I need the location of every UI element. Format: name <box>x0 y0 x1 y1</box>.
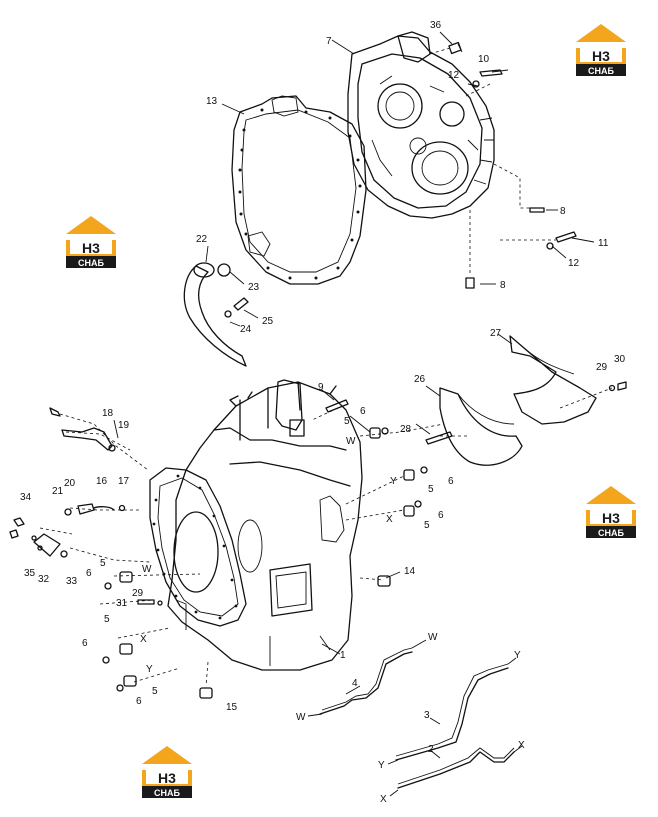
callout-W: W <box>346 436 356 447</box>
callout-W: W <box>428 632 438 643</box>
callout-7: 7 <box>326 36 332 47</box>
callout-6: 6 <box>360 406 366 417</box>
callout-5: 5 <box>104 614 110 625</box>
callout-W: W <box>296 712 306 723</box>
callout-4: 4 <box>352 678 358 689</box>
housing-1 <box>149 379 363 671</box>
callout-Y: Y <box>146 664 153 675</box>
housing-bolt-holes <box>152 474 238 620</box>
tube-2 <box>397 747 515 789</box>
callout-5: 5 <box>152 686 158 697</box>
logo-caption: СНАБ <box>598 528 624 538</box>
callout-9: 9 <box>318 382 324 393</box>
callout-24: 24 <box>240 324 252 335</box>
callout-3: 3 <box>424 710 430 721</box>
gasket-13 <box>231 95 367 285</box>
callout-labels: 36 7 10 12 13 8 11 12 8 22 23 25 24 27 2… <box>20 20 626 805</box>
callout-8: 8 <box>500 280 506 291</box>
callout-2: 2 <box>428 744 434 755</box>
callout-6: 6 <box>438 510 444 521</box>
logo-mark: H3 <box>158 770 176 786</box>
logo-mark: H3 <box>602 510 620 526</box>
callout-10: 10 <box>478 54 490 65</box>
callout-1: 1 <box>340 650 346 661</box>
logo-caption: СНАБ <box>588 66 614 76</box>
callout-36: 36 <box>430 20 442 31</box>
callout-5: 5 <box>344 416 350 427</box>
callout-Y: Y <box>390 476 397 487</box>
logo-mark: H3 <box>82 240 100 256</box>
callout-35: 35 <box>24 568 36 579</box>
callout-8: 8 <box>560 206 566 217</box>
callout-6: 6 <box>86 568 92 579</box>
callout-19: 19 <box>118 420 130 431</box>
callout-Y: Y <box>514 650 521 661</box>
callout-27: 27 <box>490 328 502 339</box>
callout-21: 21 <box>52 486 64 497</box>
callout-30: 30 <box>614 354 626 365</box>
callout-13: 13 <box>206 96 218 107</box>
callout-34: 34 <box>20 492 32 503</box>
callout-12: 12 <box>568 258 580 269</box>
brand-logo: H3 СНАБ <box>136 742 198 804</box>
logo-caption: СНАБ <box>78 258 104 268</box>
logo-mark: H3 <box>592 48 610 64</box>
brand-logo: H3 СНАБ <box>580 482 642 544</box>
callout-29: 29 <box>132 588 144 599</box>
callout-5: 5 <box>428 484 434 495</box>
callout-20: 20 <box>64 478 76 489</box>
callout-15: 15 <box>226 702 238 713</box>
callout-14: 14 <box>404 566 416 577</box>
tube-leaders <box>307 639 523 797</box>
callout-17: 17 <box>118 476 130 487</box>
small-parts-upper <box>183 41 577 367</box>
callout-5: 5 <box>424 520 430 531</box>
callout-29: 29 <box>596 362 608 373</box>
callout-X: X <box>386 514 393 525</box>
brand-logo: H3 СНАБ <box>60 212 122 274</box>
callout-X: X <box>380 794 387 805</box>
callout-25: 25 <box>262 316 274 327</box>
brand-logo: H3 СНАБ <box>570 20 632 82</box>
callout-16: 16 <box>96 476 108 487</box>
callout-32: 32 <box>38 574 50 585</box>
callout-6: 6 <box>448 476 454 487</box>
leader-lines-lower <box>39 333 613 687</box>
cover-27 <box>509 335 597 425</box>
callout-12: 12 <box>448 70 460 81</box>
callout-31: 31 <box>116 598 128 609</box>
leader-lines-upper <box>205 31 595 327</box>
callout-22: 22 <box>196 234 208 245</box>
callout-23: 23 <box>248 282 260 293</box>
callout-11: 11 <box>598 238 609 249</box>
tube-3 <box>395 663 509 761</box>
callout-18: 18 <box>102 408 114 419</box>
callout-W: W <box>142 564 152 575</box>
callout-X: X <box>518 740 525 751</box>
logo-caption: СНАБ <box>154 788 180 798</box>
callout-Y: Y <box>378 760 385 771</box>
tube-4 <box>319 647 413 715</box>
callout-6: 6 <box>136 696 142 707</box>
callout-28: 28 <box>400 424 412 435</box>
callout-X: X <box>140 634 147 645</box>
small-parts-lower <box>9 381 627 699</box>
callout-26: 26 <box>414 374 426 385</box>
callout-33: 33 <box>66 576 78 587</box>
cover-7 <box>347 31 495 219</box>
cover-26 <box>439 387 523 466</box>
callout-5: 5 <box>100 558 106 569</box>
callout-6: 6 <box>82 638 88 649</box>
